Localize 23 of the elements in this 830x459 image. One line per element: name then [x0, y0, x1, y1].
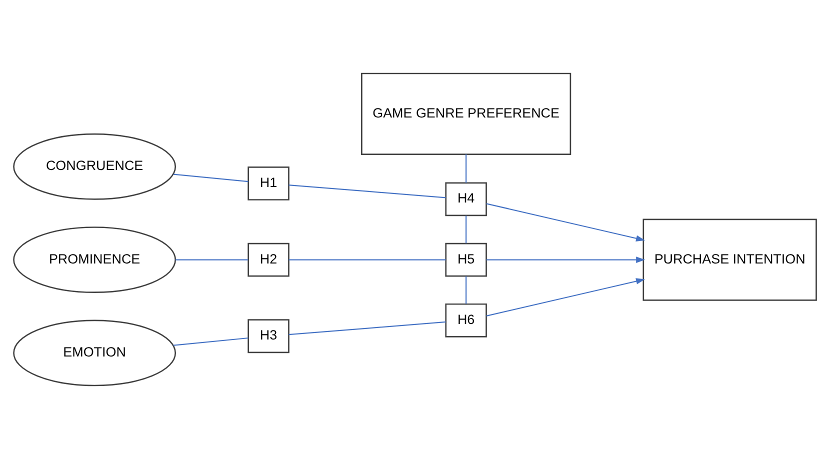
node-box: H3	[248, 319, 290, 354]
connector	[288, 321, 446, 336]
connector	[173, 174, 248, 182]
connector	[466, 216, 467, 244]
connector	[466, 276, 467, 304]
connector	[288, 259, 446, 260]
node-box: H4	[445, 182, 487, 216]
connector	[176, 259, 248, 260]
node-ellipse: CONGRUENCE	[13, 133, 176, 200]
node-ellipse: PROMINENCE	[13, 226, 176, 294]
node-box: H2	[248, 242, 290, 277]
node-box: H6	[445, 303, 487, 338]
connector	[466, 154, 467, 183]
node-box: PURCHASE INTENTION	[642, 218, 817, 301]
connector	[173, 337, 248, 346]
node-box: H1	[248, 166, 290, 200]
node-box: H5	[445, 242, 487, 277]
node-ellipse: EMOTION	[13, 320, 176, 386]
arrow	[486, 256, 646, 263]
arrow	[486, 278, 646, 316]
connector	[288, 184, 446, 198]
arrow	[486, 203, 646, 242]
node-box: GAME GENRE PREFERENCE	[361, 72, 572, 155]
